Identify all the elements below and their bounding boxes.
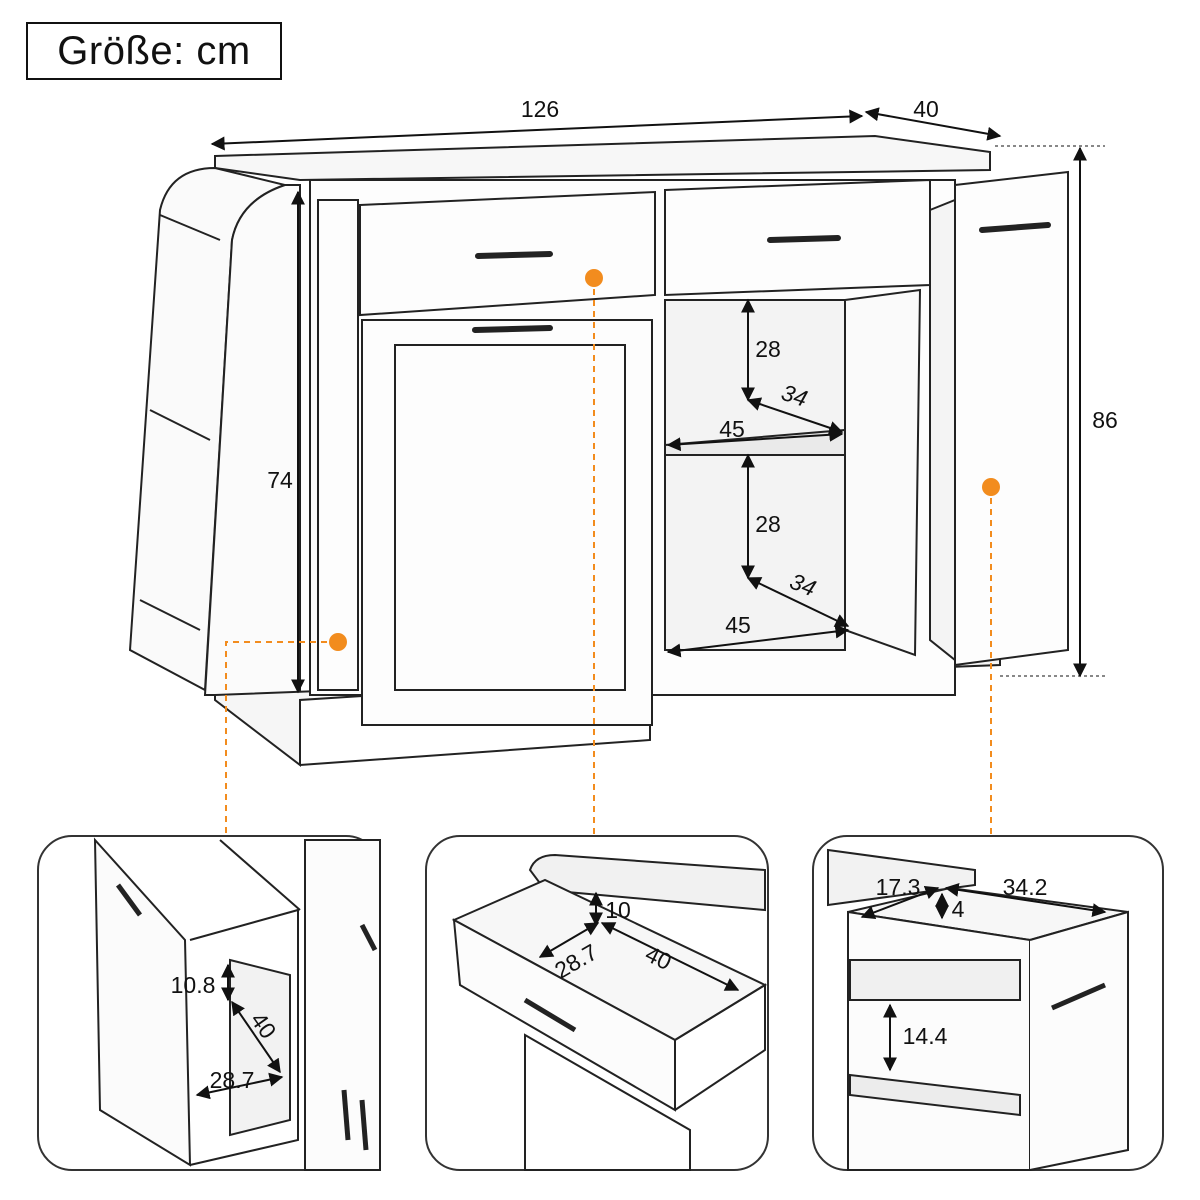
spice-rack-shelf-spacing-label: 14.4 xyxy=(903,1023,948,1049)
detail-panel-trash-bin: 10.8 40 28.7 xyxy=(37,835,381,1171)
spice-rack-depth-label: 34.2 xyxy=(1003,874,1048,900)
detail-panel-spice-rack: 17.3 4 34.2 14.4 xyxy=(812,835,1164,1171)
size-unit-box: Größe: cm xyxy=(26,22,282,80)
drawer-height-label: 10 xyxy=(605,897,631,923)
spice-rack-width-label: 17.3 xyxy=(876,874,921,900)
callout-connectors xyxy=(225,278,992,835)
trash-bin-height-label: 10.8 xyxy=(171,972,216,998)
trash-bin-marker-dot xyxy=(329,633,347,651)
detail-panel-drawer: 10 28.7 40 xyxy=(425,835,769,1171)
spice-rack-marker-dot xyxy=(982,478,1000,496)
lower-shelf-height-label: 28 xyxy=(755,511,781,537)
main-dimension-lines xyxy=(210,107,1105,694)
depth-label: 40 xyxy=(913,96,939,122)
spice-rack-gap-label: 4 xyxy=(952,896,965,922)
lower-shelf-width-label: 45 xyxy=(725,612,751,638)
cabinet-height-label: 74 xyxy=(267,467,293,493)
size-unit-label: Größe: cm xyxy=(57,28,251,73)
total-height-label: 86 xyxy=(1092,407,1118,433)
trash-bin-width-label: 28.7 xyxy=(210,1067,255,1093)
kitchen-island-illustration xyxy=(128,134,1069,768)
upper-shelf-height-label: 28 xyxy=(755,336,781,362)
upper-shelf-width-label: 45 xyxy=(719,416,745,442)
drawer-marker-dot xyxy=(585,269,603,287)
width-label: 126 xyxy=(521,96,559,122)
